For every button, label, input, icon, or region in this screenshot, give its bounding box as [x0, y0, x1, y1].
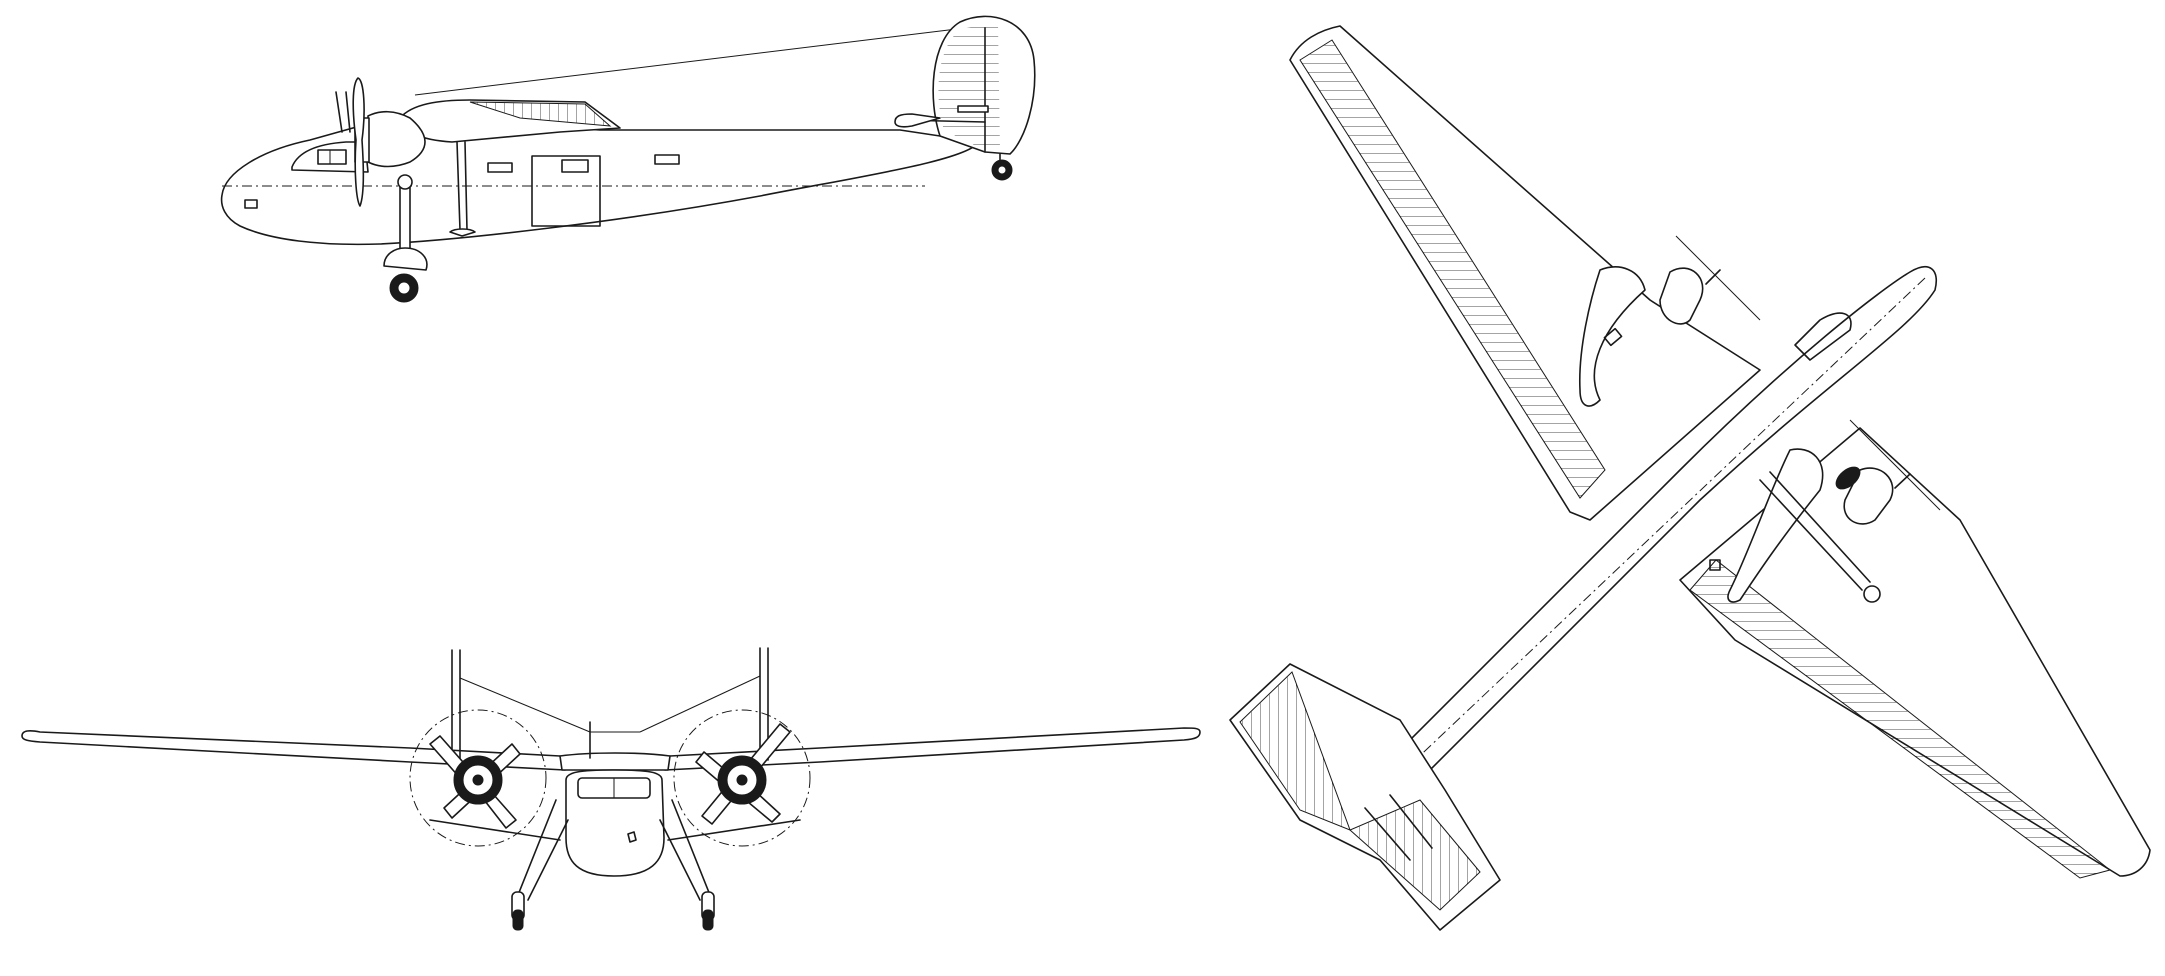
side-cockpit-window: [317, 149, 347, 165]
top-right-engine-nacelle: [1727, 448, 1824, 603]
front-right-engine: [695, 723, 791, 825]
tail-brace-wire: [414, 27, 966, 96]
side-wing-aileron: [469, 101, 612, 127]
front-right-wheel: [702, 909, 714, 931]
side-engine-nacelle: [367, 110, 426, 168]
top-left-engine-cowl: [1659, 267, 1704, 325]
side-view: [220, 15, 1036, 303]
side-cargo-door: [531, 155, 601, 227]
front-right-prop-disc: [673, 709, 811, 847]
side-propeller: [352, 77, 365, 207]
top-right-aileron: [1689, 559, 2112, 879]
front-fuselage: [565, 769, 665, 877]
top-cockpit: [1794, 312, 1852, 361]
side-window-2: [654, 154, 680, 165]
front-left-wheel: [512, 909, 524, 931]
top-right-engine-cowl: [1843, 467, 1894, 525]
front-view: [21, 647, 1201, 931]
top-view: [1229, 25, 2151, 931]
top-left-engine-nacelle: [1578, 266, 1646, 407]
top-right-wing: [1679, 427, 2151, 877]
front-left-engine: [429, 735, 521, 829]
side-main-gear-leg: [399, 183, 411, 253]
side-window-1: [487, 162, 513, 173]
top-left-aileron: [1299, 39, 1606, 499]
top-centerline: [1351, 277, 1926, 821]
front-left-prop-disc: [409, 709, 547, 847]
top-left-wing: [1289, 25, 1761, 521]
